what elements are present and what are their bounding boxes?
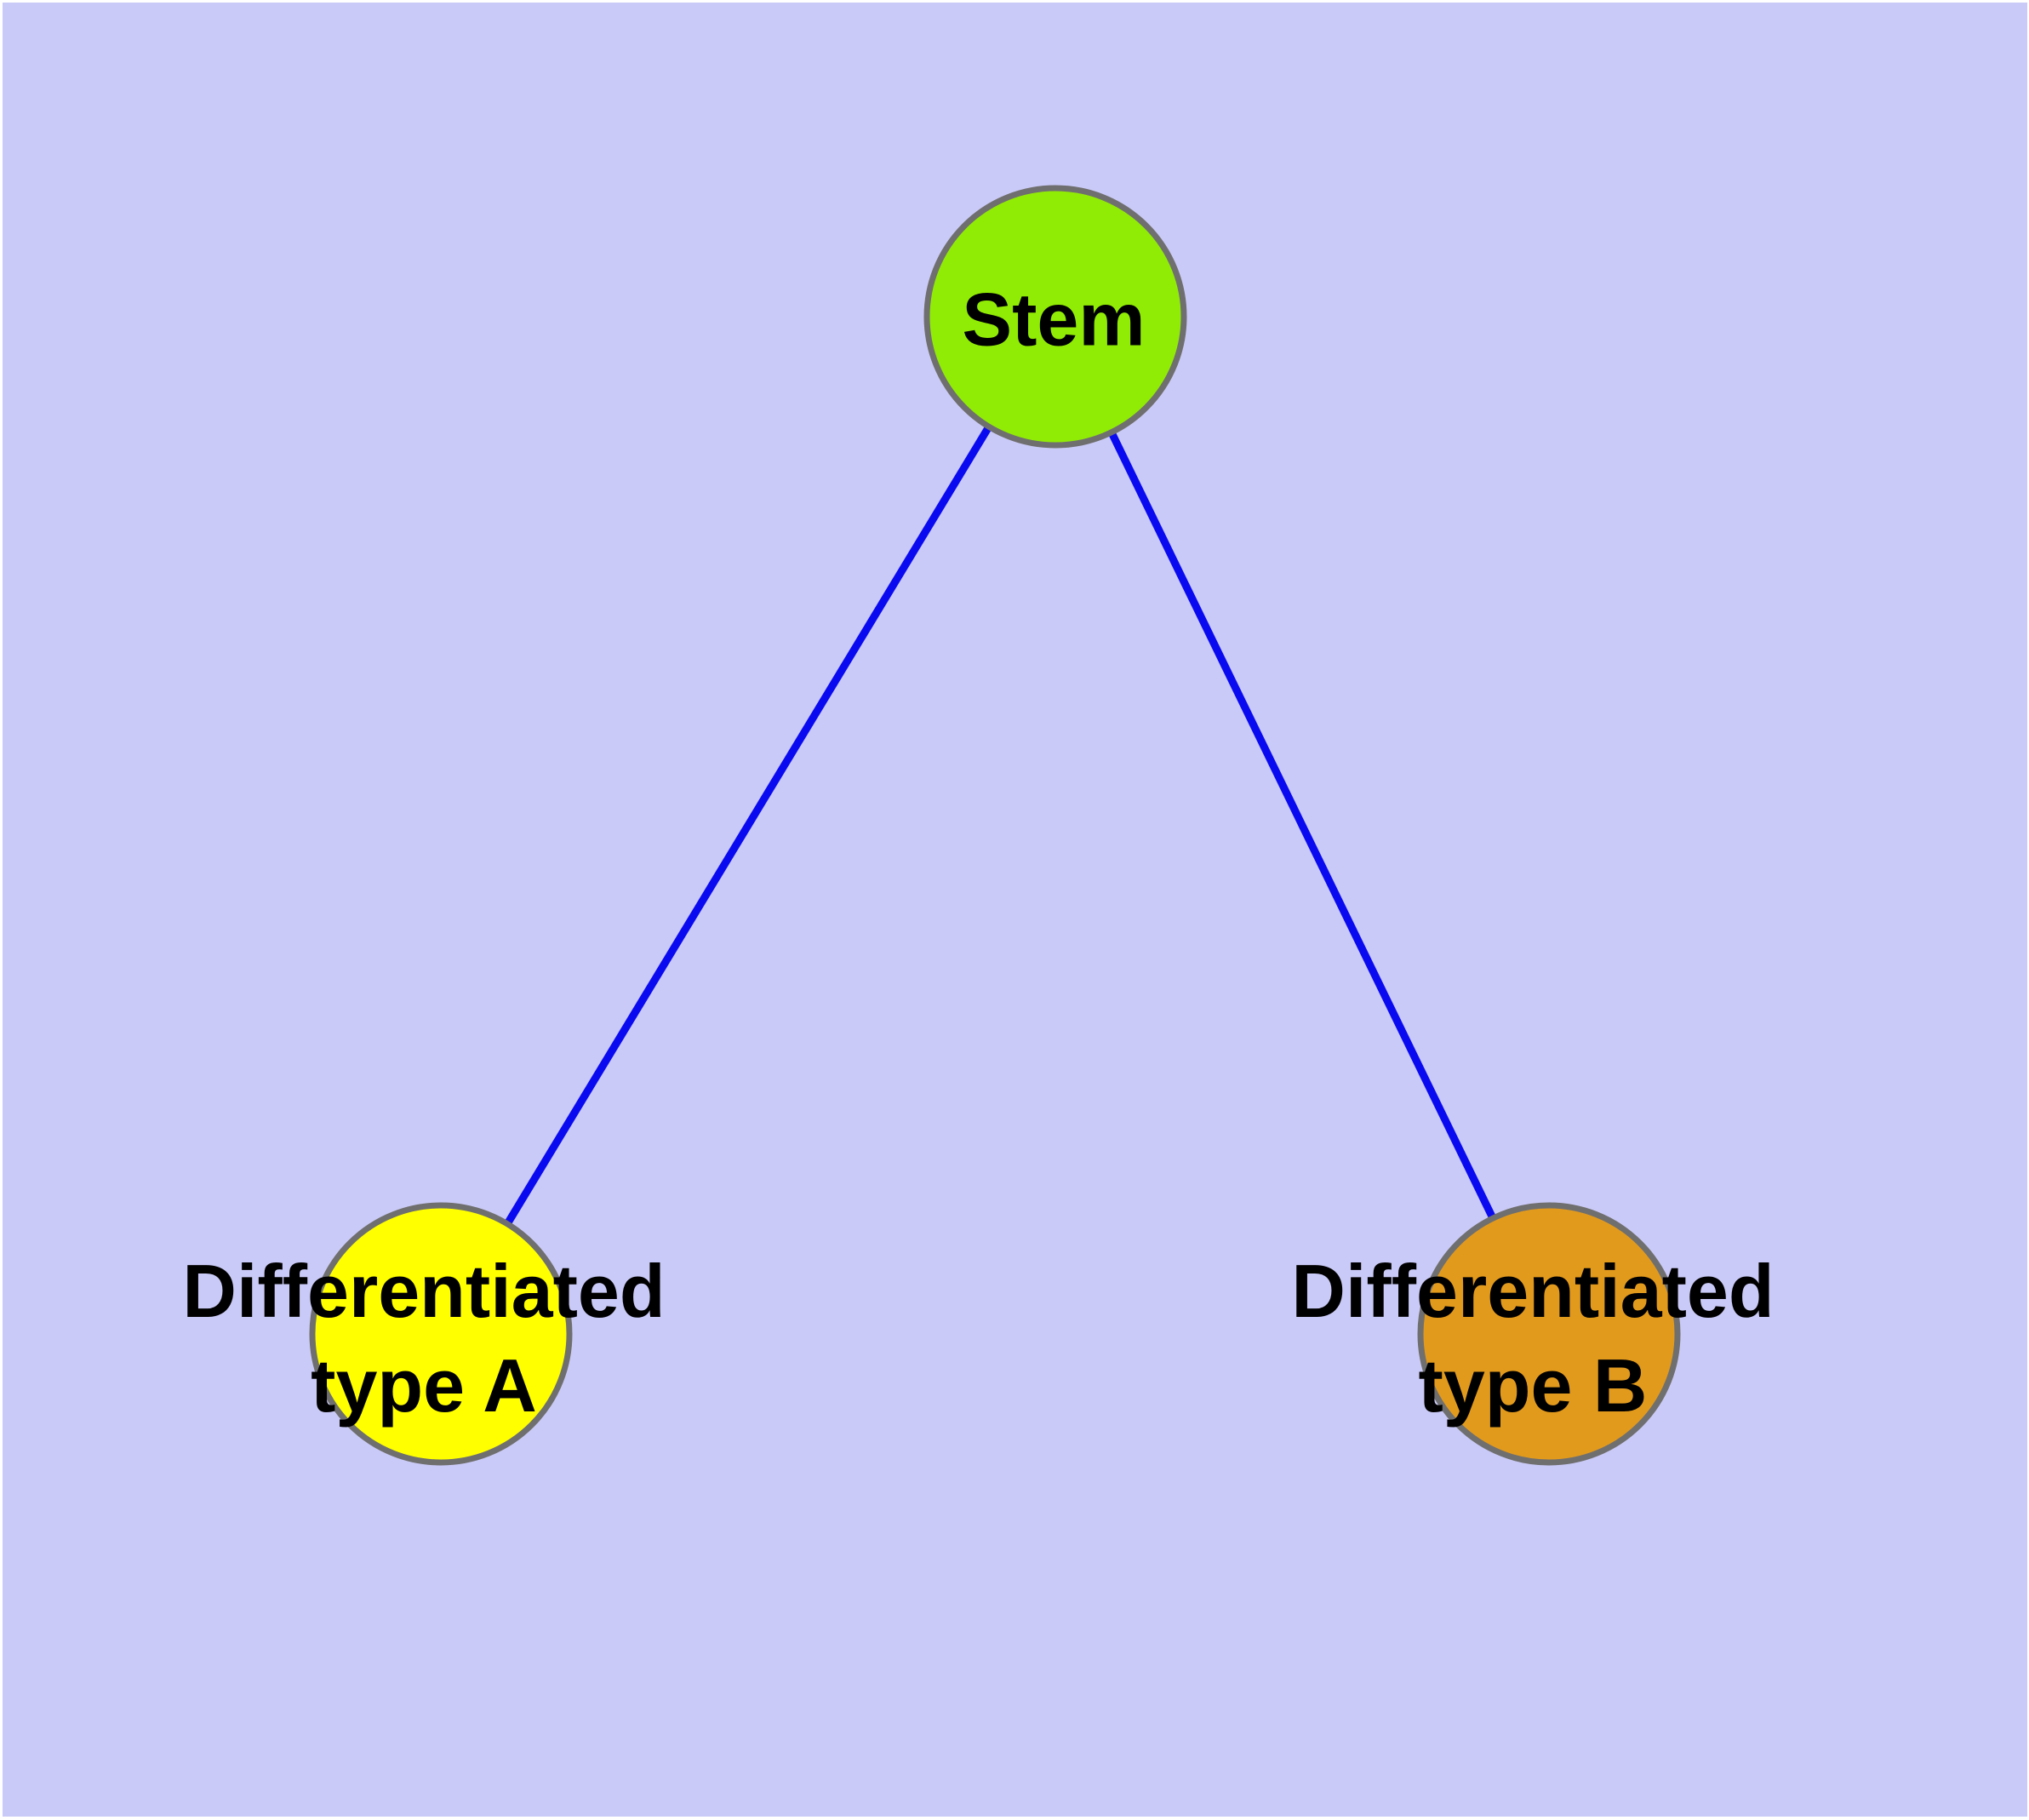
type-a-label-line2: type A [311, 1343, 537, 1428]
stem-node-label: Stem [962, 277, 1146, 362]
type-b-node-circle [1417, 1202, 1681, 1466]
image-margin-right [2027, 0, 2029, 1820]
type-b-label-line1: Differentiated [1291, 1249, 1775, 1333]
image-margin-left [0, 0, 3, 1820]
type-a-node-circle [309, 1202, 573, 1466]
type-a-label-line1: Differentiated [182, 1249, 666, 1333]
edge-stem-to-type-b [1051, 315, 1553, 1336]
type-b-node-label: Differentiated type B [1291, 1244, 1774, 1433]
stem-node-circle [923, 185, 1187, 449]
type-a-node-label: Differentiated type A [182, 1244, 665, 1433]
image-margin-top [0, 0, 2029, 3]
edge-stem-to-type-a [437, 314, 1059, 1336]
image-margin-bottom [0, 1817, 2029, 1820]
type-b-label-line2: type B [1418, 1343, 1648, 1428]
